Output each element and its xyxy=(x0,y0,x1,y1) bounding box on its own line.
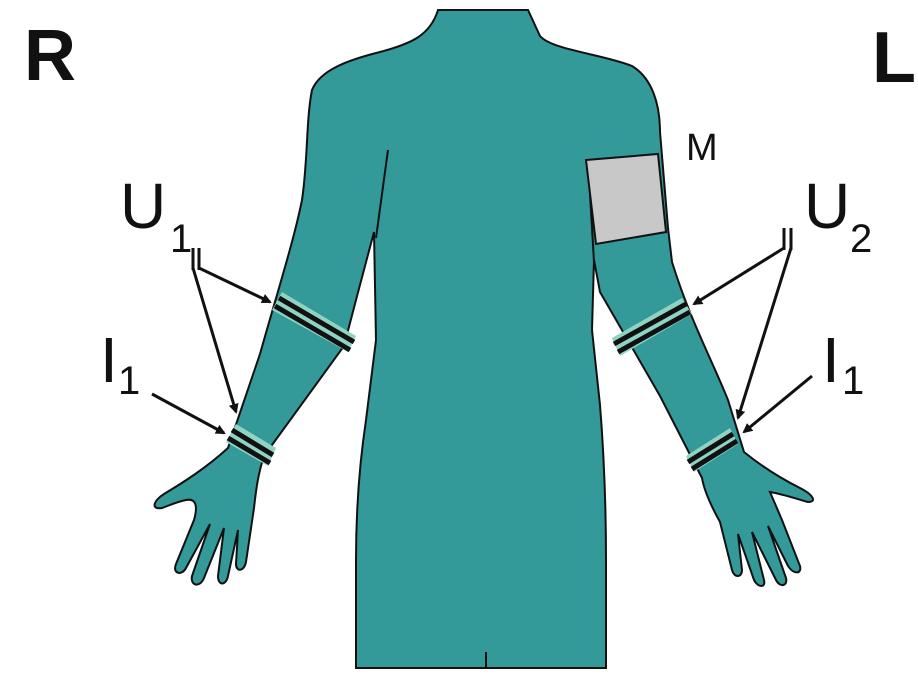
label-patch-m: M xyxy=(686,127,718,169)
label-i1-left-arm: I xyxy=(822,324,840,396)
patch-m xyxy=(586,154,666,244)
u1-arrow-upper xyxy=(199,268,270,302)
body-silhouette xyxy=(155,10,813,668)
torso-and-arms xyxy=(155,10,813,668)
label-u1: U xyxy=(120,170,166,242)
label-u2: U xyxy=(804,170,850,242)
u1-arrow-lower xyxy=(193,268,236,412)
label-i1-left-arm-subscript: 1 xyxy=(842,359,864,403)
label-right-side: R xyxy=(24,16,76,96)
label-left-side: L xyxy=(872,18,916,98)
label-u1-subscript: 1 xyxy=(170,217,192,261)
u2-arrow-upper xyxy=(694,248,784,304)
label-i1-right-arm-subscript: 1 xyxy=(118,359,140,403)
label-u2-subscript: 2 xyxy=(850,217,872,261)
label-i1-right-arm: I xyxy=(100,324,118,396)
u2-arrow-lower xyxy=(738,248,791,418)
i1-arrow-left xyxy=(744,376,812,432)
i1-arrow-right xyxy=(152,394,224,433)
